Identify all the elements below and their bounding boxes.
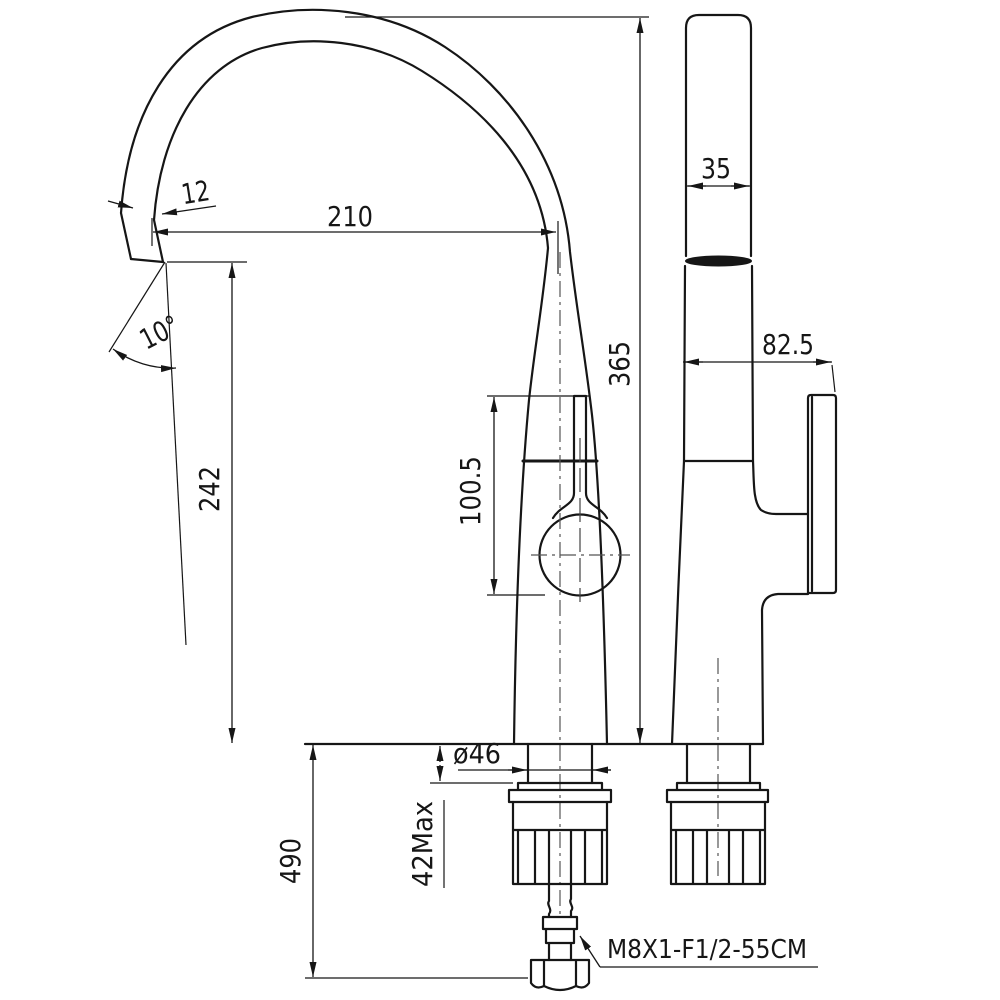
front-lock-nut — [511, 800, 609, 886]
ext-825-right — [831, 364, 836, 393]
dim-body-width-label: 35 — [701, 152, 731, 185]
side-flange — [665, 781, 770, 804]
dim-overall-height-label: 365 — [603, 341, 636, 387]
side-lock-nut — [669, 800, 767, 886]
side-view — [665, 13, 838, 886]
handle-plate — [806, 393, 838, 595]
dim-tip-width-leader-left — [107, 200, 134, 209]
spout-tip-face — [129, 257, 165, 264]
angle-ref-slanted — [108, 261, 166, 353]
note-leader-arrow — [579, 935, 601, 968]
dim-tip-angle-label: 10° — [134, 309, 185, 357]
dim-outlet-height-label: 242 — [193, 466, 226, 512]
hose-spec-label: M8X1-F1/2-55CM — [607, 935, 807, 965]
dim-handle-offset-label: 82.5 — [762, 328, 814, 361]
dim-tip-width-leader-right — [161, 205, 217, 216]
handle-ball — [538, 513, 622, 597]
spout-outer-edge — [119, 8, 609, 746]
angle-arc — [112, 348, 177, 373]
dimension-annotations: 12 10° 210 242 365 100.5 490 ø46 — [107, 16, 836, 979]
side-tube — [684, 13, 753, 258]
hose-hex-nut — [529, 958, 591, 992]
front-view — [119, 8, 765, 992]
dim-base-diameter-label: ø46 — [453, 737, 501, 770]
dim-tip-width-label: 12 — [179, 174, 212, 211]
dim-hose-drop-label: 490 — [274, 838, 307, 884]
hose-fitting — [541, 915, 579, 962]
dim-reach-label: 210 — [327, 200, 373, 233]
aerator-joint — [685, 255, 752, 267]
handle-underside — [760, 592, 810, 746]
front-flange — [507, 781, 613, 804]
side-body-right — [750, 264, 810, 516]
side-shank — [685, 742, 752, 785]
front-shank — [526, 742, 594, 785]
dim-deck-thickness-label: 42Max — [406, 801, 439, 887]
side-body-left — [670, 264, 687, 746]
spout-inner-edge — [152, 40, 550, 746]
angle-ref-vertical — [165, 262, 187, 646]
dim-handle-length-label: 100.5 — [454, 456, 487, 526]
supply-hose — [547, 882, 574, 919]
